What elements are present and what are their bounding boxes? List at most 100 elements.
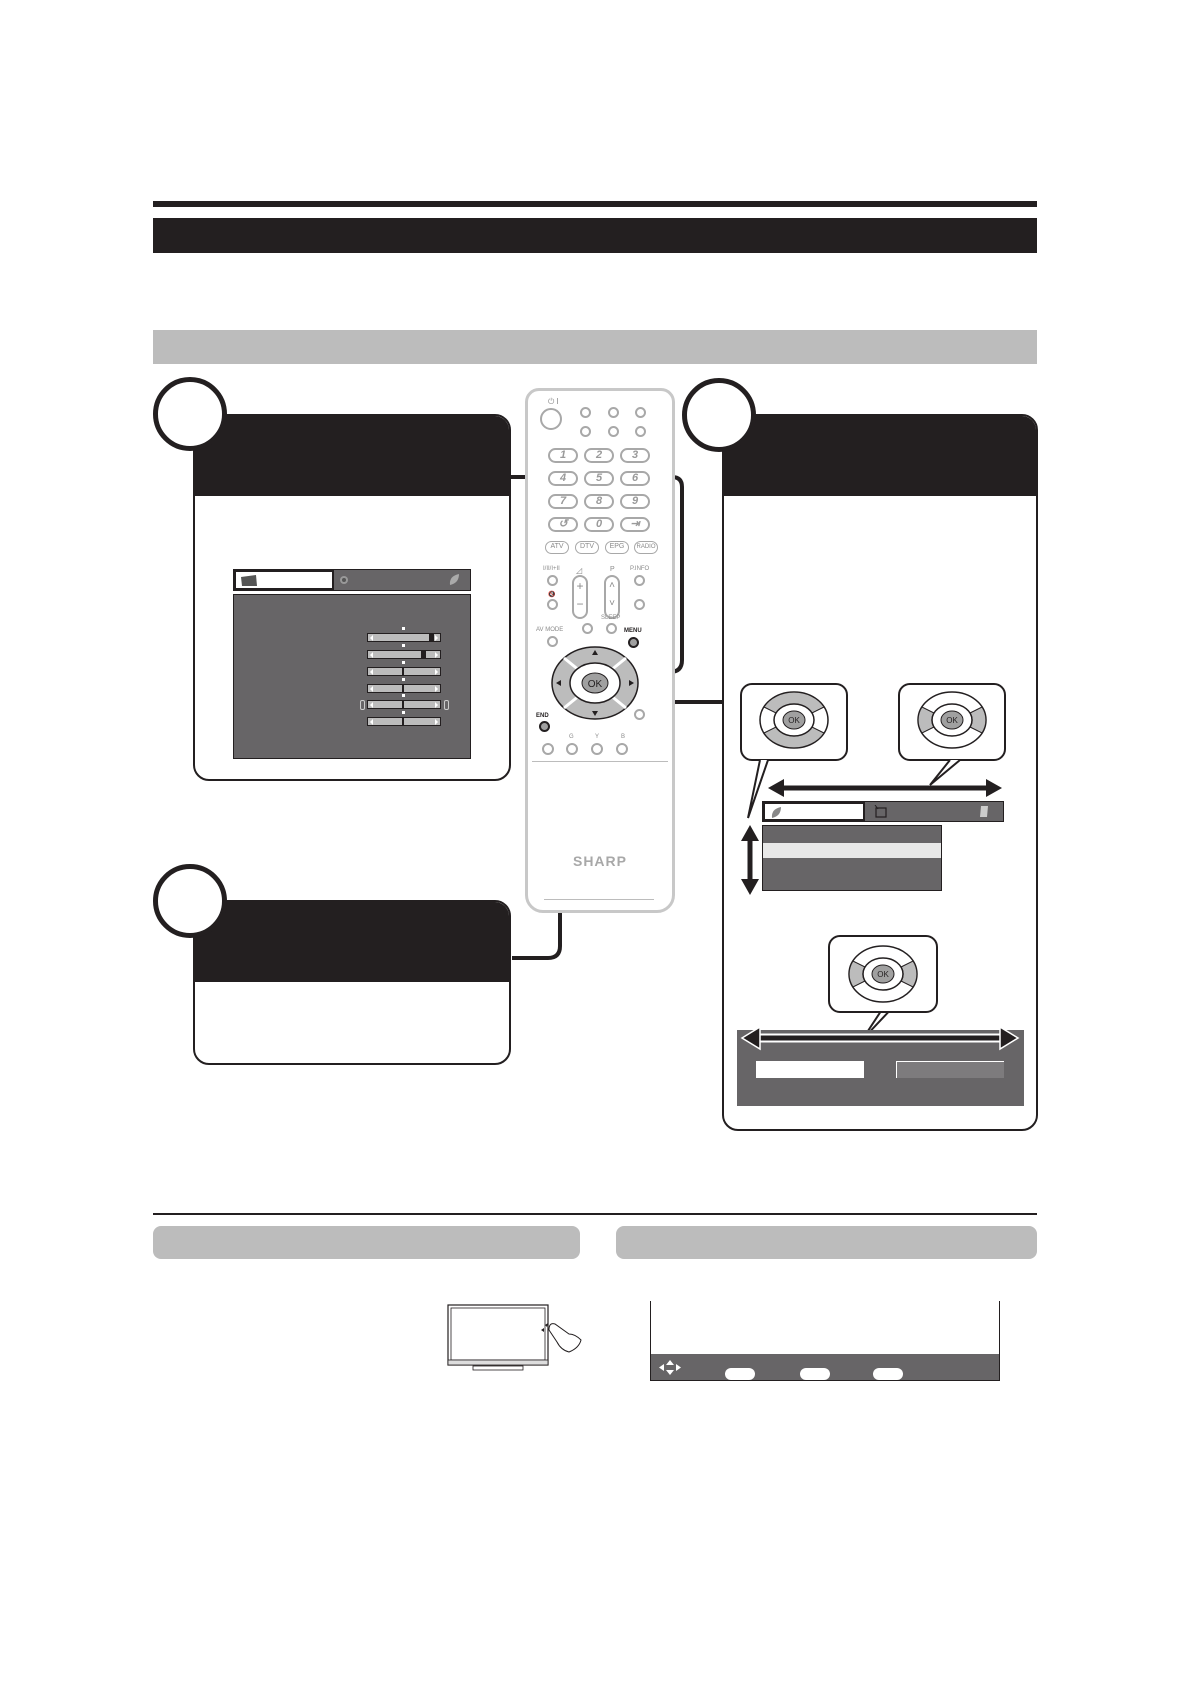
picture-menu-osd: [233, 569, 471, 759]
cover-divider: [532, 761, 668, 762]
number-4-button[interactable]: 4: [548, 471, 578, 486]
page-title: [153, 218, 1037, 253]
step-1-panel: [193, 414, 511, 781]
dialog-button-yes[interactable]: [756, 1061, 864, 1078]
dialog-double-arrow: [740, 1025, 1020, 1051]
wide-mode-button[interactable]: [582, 623, 593, 634]
slider-4[interactable]: [367, 678, 441, 693]
freeze-button[interactable]: [634, 599, 645, 610]
number-0-button[interactable]: 0: [584, 517, 614, 532]
max-marker: [444, 700, 449, 710]
step-3-panel: [193, 900, 511, 1065]
tab-setup[interactable]: [865, 802, 1003, 821]
step-1-number: [153, 377, 227, 451]
mute-button[interactable]: [547, 599, 558, 610]
atv-button[interactable]: ATV: [545, 541, 569, 554]
subtitle-button[interactable]: [635, 407, 646, 418]
menu-item-3[interactable]: [763, 859, 941, 890]
setup-antenna-tv-icon: [874, 805, 887, 818]
av-mode-label: AV MODE: [536, 627, 564, 633]
dpad[interactable]: OK: [550, 644, 640, 722]
dpad-up-down-icon: OK: [759, 691, 829, 749]
power-button[interactable]: [540, 408, 562, 430]
number-2-button[interactable]: 2: [584, 448, 614, 463]
option-document-icon: [980, 806, 988, 817]
menu-button[interactable]: [628, 637, 639, 648]
power-label: ⏻ I: [548, 397, 559, 406]
av-mode-button[interactable]: [547, 636, 558, 647]
p-info-button[interactable]: [634, 575, 645, 586]
brand-logo: SHARP: [572, 853, 627, 869]
number-3-button[interactable]: 3: [620, 448, 650, 463]
eco-leaf-icon: [771, 807, 781, 818]
remote-control: ⏻ I 1 2 3 4 5 6 7 8 9 ↺ 0 ⇥ ATV DTV EPG …: [525, 388, 675, 913]
yellow-label: Y: [595, 734, 600, 740]
step-2-heading: [724, 416, 1036, 496]
svg-text:OK: OK: [588, 679, 603, 690]
tab-audio[interactable]: [334, 570, 470, 590]
bottom-line: [544, 899, 654, 900]
osd-tab-bar: [762, 801, 1004, 822]
slider-1[interactable]: [367, 627, 441, 642]
step-3-number: [153, 864, 227, 938]
number-5-button[interactable]: 5: [584, 471, 614, 486]
slider-6[interactable]: [367, 711, 441, 726]
sound-mode-button[interactable]: [547, 575, 558, 586]
sleep-button[interactable]: [606, 623, 617, 634]
number-1-button[interactable]: 1: [548, 448, 578, 463]
svg-text:OK: OK: [877, 970, 889, 979]
audio-speaker-icon: [340, 576, 348, 584]
menu-item-1[interactable]: [763, 826, 941, 842]
dtv-button[interactable]: DTV: [575, 541, 599, 554]
volume-rocker[interactable]: +−: [572, 575, 588, 619]
reveal-button[interactable]: [608, 407, 619, 418]
channel-rocker[interactable]: ˄˅: [604, 575, 620, 619]
subpage-button[interactable]: [580, 426, 591, 437]
up-down-hint-bubble: OK: [740, 683, 848, 761]
epg-button[interactable]: EPG: [605, 541, 629, 554]
yellow-button[interactable]: [591, 743, 603, 755]
slider-5[interactable]: [367, 694, 441, 709]
bottom-right-heading: [616, 1226, 1037, 1259]
hold-button[interactable]: [608, 426, 619, 437]
menu-list: [762, 825, 942, 891]
bottom-separator: [153, 1213, 1037, 1215]
menu-item-2-selected[interactable]: [763, 843, 941, 858]
volume-label: ◿: [576, 566, 583, 575]
radio-button[interactable]: RADIO: [634, 541, 658, 554]
guide-button-3[interactable]: [873, 1368, 903, 1380]
picture-tv-icon: [241, 575, 257, 586]
input-button[interactable]: ⇥: [620, 517, 650, 532]
step-1-heading: [195, 416, 509, 496]
confirm-dialog: [737, 1030, 1024, 1106]
bottom-left-heading: [153, 1226, 580, 1259]
osd-tab-bar: [233, 569, 471, 591]
blue-label: B: [621, 734, 626, 740]
top-bottom-button[interactable]: [635, 426, 646, 437]
section-heading: [153, 330, 1037, 364]
flashback-button[interactable]: ↺: [548, 517, 578, 532]
tab-picture[interactable]: [234, 570, 334, 590]
number-8-button[interactable]: 8: [584, 494, 614, 509]
end-button[interactable]: [539, 721, 550, 732]
end-label: END: [536, 713, 549, 719]
slider-3[interactable]: [367, 661, 441, 676]
step-3-heading: [195, 902, 509, 982]
sleep-label: SLEEP: [601, 615, 621, 621]
green-button[interactable]: [566, 743, 578, 755]
teletext-button[interactable]: [580, 407, 591, 418]
red-button[interactable]: [542, 743, 554, 755]
number-6-button[interactable]: 6: [620, 471, 650, 486]
guide-button-1[interactable]: [725, 1368, 755, 1380]
svg-text:OK: OK: [946, 716, 958, 725]
dialog-button-no[interactable]: [896, 1061, 1004, 1078]
number-9-button[interactable]: 9: [620, 494, 650, 509]
blue-button[interactable]: [616, 743, 628, 755]
slider-2[interactable]: [367, 644, 441, 659]
tab-eco[interactable]: [763, 802, 865, 821]
number-7-button[interactable]: 7: [548, 494, 578, 509]
guide-button-2[interactable]: [800, 1368, 830, 1380]
return-button[interactable]: [634, 709, 645, 720]
svg-text:OK: OK: [788, 716, 800, 725]
